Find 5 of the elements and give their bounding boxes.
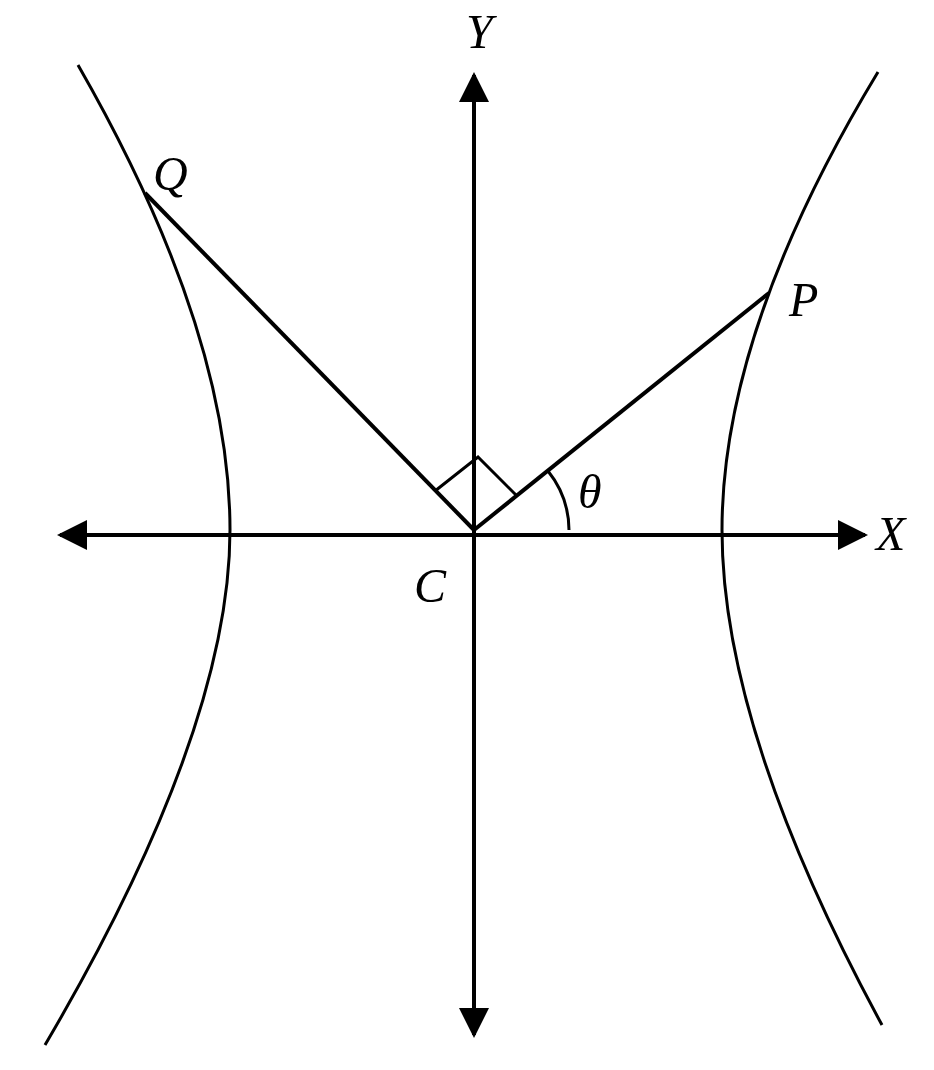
point-label: Q: [153, 150, 188, 198]
point-label: P: [789, 276, 819, 324]
axis-label: X: [876, 510, 906, 558]
point-label: C: [414, 562, 446, 610]
angle-label: θ: [578, 468, 602, 516]
